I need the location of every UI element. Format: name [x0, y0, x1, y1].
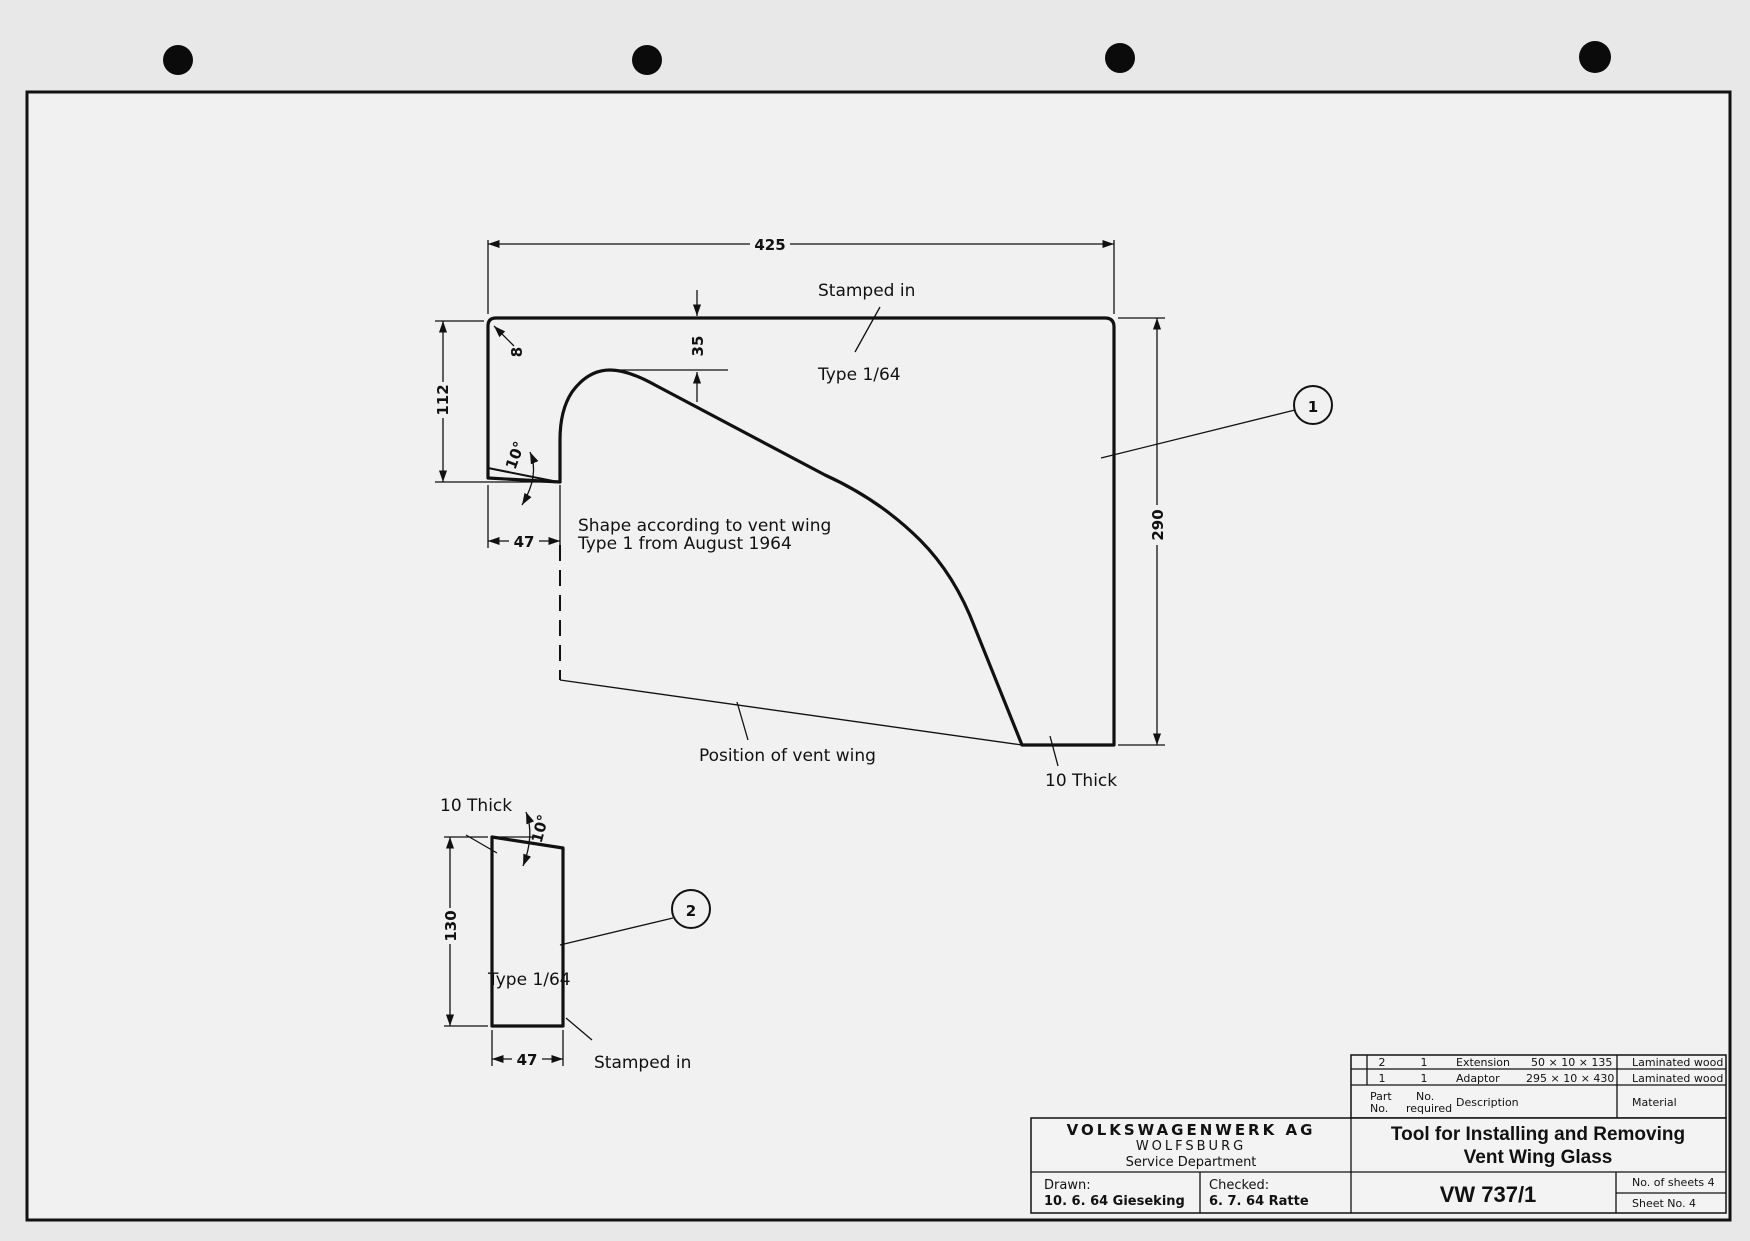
company-city: WOLFSBURG — [1136, 1139, 1246, 1154]
part1-vent-wing-position-line — [559, 679, 1023, 746]
svg-text:No.: No. — [1370, 1102, 1388, 1115]
part2-outline — [490, 835, 565, 1028]
punch-hole-1 — [163, 45, 193, 75]
svg-text:Material: Material — [1632, 1096, 1677, 1109]
svg-text:1: 1 — [1421, 1072, 1428, 1085]
checked-label: Checked: — [1209, 1178, 1269, 1193]
svg-text:Laminated wood: Laminated wood — [1632, 1072, 1723, 1085]
part2-balloon — [671, 889, 711, 929]
parts-row-2: 1 1 Adaptor 295 × 10 × 430 Laminated woo… — [1379, 1072, 1724, 1085]
part2-width-dimension: 47 — [517, 1051, 538, 1069]
svg-text:Description: Description — [1456, 1096, 1519, 1109]
punch-hole-3 — [1105, 43, 1135, 73]
svg-text:No.: No. — [1416, 1090, 1434, 1103]
part1-adaptor-drawing: 425 290 112 35 47 8 10° Stamped in Type … — [433, 234, 1333, 791]
drawing-number: VW 737/1 — [1440, 1182, 1537, 1207]
svg-text:50 × 10 × 135: 50 × 10 × 135 — [1531, 1056, 1612, 1069]
drawing-title-line1: Tool for Installing and Removing — [1391, 1124, 1685, 1145]
svg-text:2: 2 — [1379, 1056, 1386, 1069]
sheet-number: Sheet No. 4 — [1632, 1197, 1696, 1210]
parts-row-1: 2 1 Extension 50 × 10 × 135 Laminated wo… — [1379, 1056, 1724, 1069]
company-department: Service Department — [1126, 1155, 1257, 1170]
drawn-label: Drawn: — [1044, 1178, 1091, 1193]
svg-text:required: required — [1406, 1102, 1452, 1115]
part1-width-dimension: 425 — [754, 236, 785, 254]
part2-extension-drawing: 130 47 10° 10 Thick Type 1/64 Stamped in… — [440, 796, 711, 1073]
sheets-total: No. of sheets 4 — [1632, 1176, 1715, 1189]
svg-text:1: 1 — [1421, 1056, 1428, 1069]
part1-left-width-dimension: 47 — [514, 533, 535, 551]
svg-text:295 × 10 × 430: 295 × 10 × 430 — [1526, 1072, 1614, 1085]
part1-balloon-number: 1 — [1308, 398, 1318, 416]
part2-type-label: Type 1/64 — [487, 970, 571, 990]
part1-radius-dimension: 8 — [508, 347, 526, 357]
part1-left-height-dimension: 112 — [434, 384, 452, 415]
svg-text:Laminated wood: Laminated wood — [1632, 1056, 1723, 1069]
company-name: VOLKSWAGENWERK AG — [1067, 1121, 1316, 1139]
drawing-area — [27, 92, 1730, 1220]
checked-value: 6. 7. 64 Ratte — [1209, 1194, 1309, 1209]
punch-hole-2 — [632, 45, 662, 75]
part1-bevel-line — [487, 467, 554, 482]
part2-thickness-label: 10 Thick — [440, 796, 512, 816]
svg-text:Adaptor: Adaptor — [1456, 1072, 1500, 1085]
part1-stamped-in-label: Stamped in — [818, 281, 915, 301]
part1-type-label: Type 1/64 — [817, 365, 901, 385]
drawing-title-line2: Vent Wing Glass — [1464, 1147, 1613, 1168]
parts-header: Part No. No. required Description Materi… — [1370, 1090, 1677, 1115]
punch-hole-4 — [1579, 41, 1611, 73]
part1-thickness-label: 10 Thick — [1045, 771, 1117, 791]
part1-outline — [486, 316, 1116, 747]
svg-text:Part: Part — [1370, 1090, 1392, 1103]
part2-balloon-number: 2 — [686, 902, 696, 920]
title-block: 2 1 Extension 50 × 10 × 135 Laminated wo… — [1030, 1054, 1727, 1214]
part1-position-label: Position of vent wing — [699, 746, 876, 766]
part1-shape-label-line2: Type 1 from August 1964 — [577, 534, 792, 554]
part2-height-dimension: 130 — [442, 910, 460, 941]
part1-shape-label-line1: Shape according to vent wing — [578, 516, 831, 536]
drawn-value: 10. 6. 64 Gieseking — [1044, 1194, 1185, 1209]
svg-text:1: 1 — [1379, 1072, 1386, 1085]
part2-stamped-in-label: Stamped in — [594, 1053, 691, 1073]
part1-balloon — [1293, 385, 1333, 425]
part1-top-offset-dimension: 35 — [689, 336, 707, 357]
svg-text:Extension: Extension — [1456, 1056, 1510, 1069]
drawing-frame — [25, 90, 1732, 1222]
part1-height-dimension: 290 — [1149, 509, 1167, 540]
